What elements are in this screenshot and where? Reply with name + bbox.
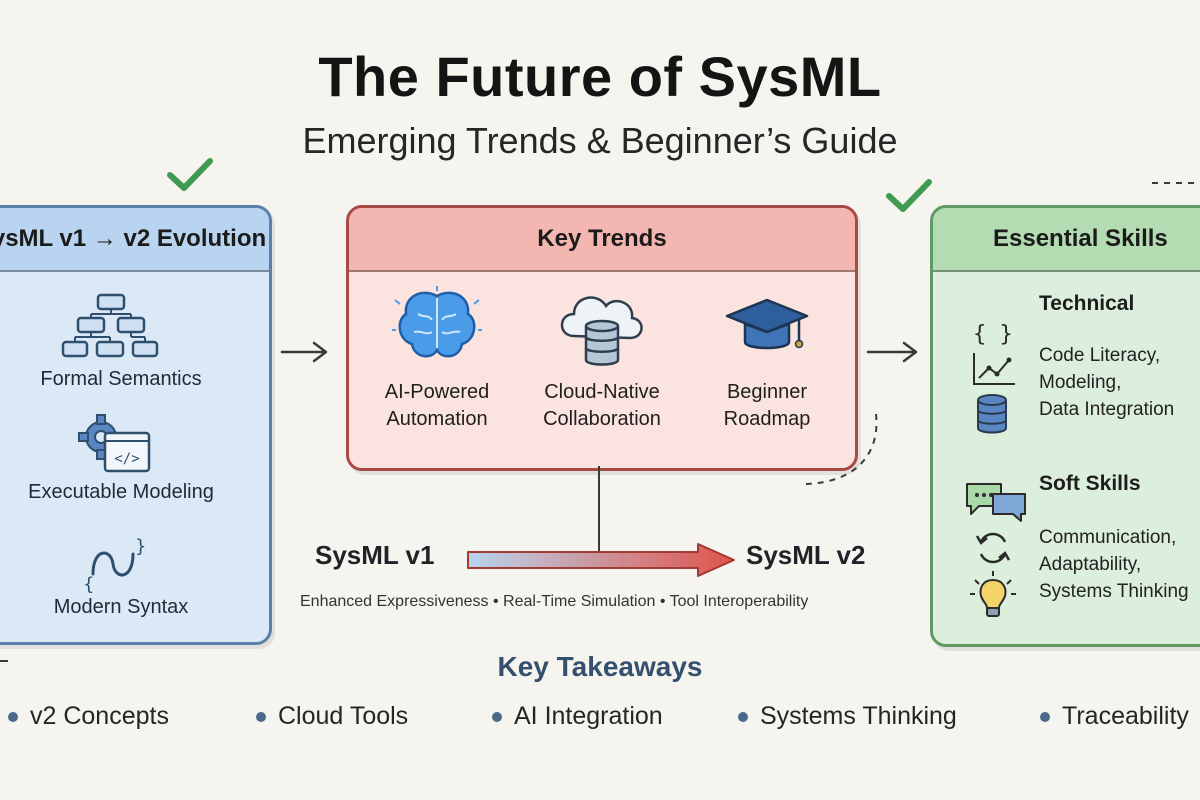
soft-skills-heading: Soft Skills (1039, 472, 1141, 495)
page-subtitle: Emerging Trends & Beginner’s Guide (302, 120, 898, 161)
technical-skill: Modeling, (1039, 372, 1122, 393)
essential-skills-heading: Essential Skills (933, 208, 1200, 272)
code-braces-icon: { } (973, 322, 1013, 346)
trend-label: Roadmap (723, 408, 811, 430)
key-trends-heading: Key Trends (349, 208, 855, 272)
right-arrow-icon (866, 341, 918, 363)
technical-skill: Code Literacy, (1039, 345, 1161, 366)
database-icon (977, 394, 1007, 434)
checkmark-icon (167, 158, 213, 191)
refresh-cycle-icon (975, 532, 1011, 564)
svg-text:{ }: { } (973, 322, 1013, 346)
evolution-item: Executable Modeling (28, 481, 214, 503)
hierarchy-tree-icon (61, 293, 159, 358)
checkmark-icon (886, 179, 932, 212)
takeaway-item: v2 Concepts (8, 702, 169, 731)
takeaway-item: Traceability (1040, 702, 1189, 731)
trend-label: Collaboration (543, 408, 661, 430)
takeaway-label: Cloud Tools (278, 702, 409, 730)
technical-heading: Technical (1039, 292, 1135, 315)
takeaway-label: Traceability (1062, 702, 1189, 730)
trend-label: Cloud-Native (544, 381, 660, 403)
trend-label: AI-Powered (384, 381, 490, 403)
bullet-icon (738, 711, 748, 722)
trend-label: Automation (386, 408, 488, 430)
line-chart-icon (973, 353, 1015, 385)
soft-skill: Adaptability, (1039, 554, 1142, 575)
soft-skill: Communication, (1039, 527, 1177, 548)
takeaway-label: AI Integration (514, 702, 663, 730)
takeaway-item: Cloud Tools (256, 702, 408, 731)
takeaway-label: Systems Thinking (760, 702, 957, 730)
evolution-panel-heading: SysML v1 → v2 Evolution (0, 208, 269, 272)
evolution-arrow (467, 543, 735, 577)
bullet-icon (492, 711, 502, 722)
takeaways-heading: Key Takeaways (497, 651, 703, 682)
chat-bubbles-icon (966, 483, 1026, 522)
essential-skills-panel: Essential Skills Technical { } Code Lite… (930, 205, 1200, 647)
right-arrow-icon (280, 341, 328, 363)
soft-skill: Systems Thinking (1039, 581, 1189, 602)
takeaway-item: AI Integration (492, 702, 663, 731)
page-title: The Future of SysML (318, 45, 882, 108)
graduation-cap-icon (725, 298, 809, 350)
trend-roadmap: Beginner Roadmap (687, 284, 847, 433)
dashed-connector (805, 413, 878, 485)
bullet-icon (8, 711, 18, 722)
dashed-connector (1152, 182, 1200, 184)
connector-line (598, 466, 600, 554)
dash-mark (0, 660, 8, 662)
svg-text:</>: </> (114, 451, 139, 467)
takeaway-item: Systems Thinking (738, 702, 957, 731)
technical-skill: Data Integration (1039, 399, 1175, 420)
evolution-item: Modern Syntax (53, 596, 189, 618)
evolution-to: SysML v2 (746, 540, 866, 570)
trend-label: Beginner (726, 381, 808, 403)
evolution-panel: SysML v1 → v2 Evolution Formal Semantics… (0, 205, 272, 645)
bullet-icon (1040, 711, 1050, 722)
svg-text:}: } (135, 536, 146, 557)
brain-icon (392, 286, 482, 358)
takeaway-label: v2 Concepts (30, 702, 169, 730)
evolution-from: SysML v1 (315, 540, 435, 570)
trend-cloud: Cloud-Native Collaboration (522, 284, 682, 433)
svg-text:{: { (83, 574, 94, 594)
curly-wave-icon: { } (83, 536, 146, 594)
bullet-icon (256, 711, 266, 722)
key-trends-panel: Key Trends AI-Powered Automation Cloud (346, 205, 858, 471)
gear-code-icon: </> (78, 414, 151, 473)
cloud-database-icon (560, 296, 643, 366)
evolution-benefits: Enhanced Expressiveness • Real-Time Simu… (300, 593, 809, 610)
evolution-item: Formal Semantics (40, 368, 202, 390)
trend-ai: AI-Powered Automation (357, 284, 517, 433)
lightbulb-icon (970, 571, 1016, 617)
